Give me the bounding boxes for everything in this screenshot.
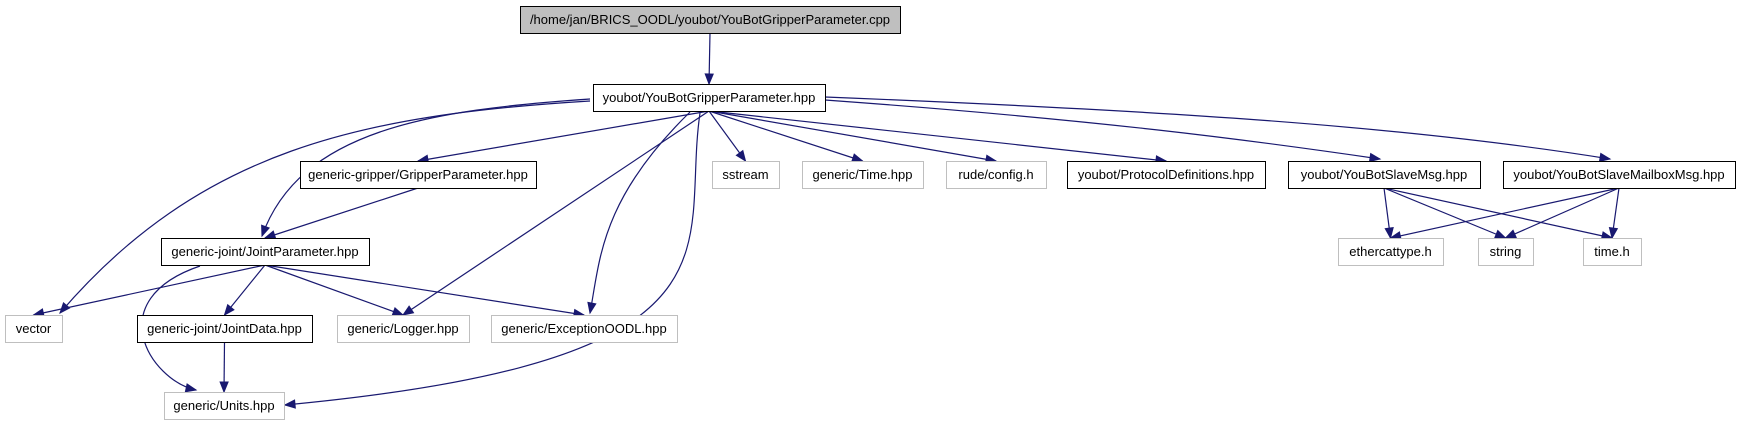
node-gripperparam-box	[300, 161, 537, 189]
node-ethercat-box	[1338, 238, 1444, 266]
node-mailboxmsg[interactable]: youbot/YouBotSlaveMailboxMsg.hpp	[1503, 161, 1736, 189]
nodes-layer: /home/jan/BRICS_OODL/youbot/YouBotGrippe…	[5, 6, 1736, 420]
node-vector-box	[5, 315, 63, 343]
edge-mailboxmsg-to-time_h-arrowhead	[1608, 226, 1619, 240]
node-vector: vector	[5, 315, 63, 343]
node-exception: generic/ExceptionOODL.hpp	[491, 315, 678, 343]
node-mailboxmsg-box	[1503, 161, 1736, 189]
node-units-box	[164, 392, 285, 420]
node-slavemsg[interactable]: youbot/YouBotSlaveMsg.hpp	[1288, 161, 1481, 189]
edge-hpp-to-sstream-arrowhead	[735, 149, 747, 163]
edge-hpp-to-exception	[589, 111, 691, 314]
node-ethercat-label: ethercattype.h	[1349, 244, 1431, 259]
node-config-label: rude/config.h	[958, 167, 1033, 182]
edge-jointparam-to-jointdata	[224, 264, 266, 316]
node-time_hpp: generic/Time.hpp	[802, 161, 924, 189]
edge-hpp-to-logger-arrowhead	[401, 305, 415, 316]
node-string-label: string	[1490, 244, 1522, 259]
node-logger: generic/Logger.hpp	[337, 315, 470, 343]
node-exception-label: generic/ExceptionOODL.hpp	[501, 321, 666, 336]
node-string: string	[1478, 238, 1534, 266]
edge-hpp-to-logger	[402, 110, 710, 316]
edge-hpp-to-slavemsg-arrowhead	[1368, 152, 1382, 163]
node-time_hpp-box	[802, 161, 924, 189]
edge-hpp-to-protodefs	[708, 110, 1167, 162]
node-string-box	[1478, 238, 1534, 266]
node-time_h-label: time.h	[1594, 244, 1629, 259]
node-vector-label: vector	[16, 321, 52, 336]
edge-jointparam-to-jointdata-arrowhead	[223, 303, 235, 317]
edge-hpp-to-units-arrowhead	[283, 399, 296, 409]
node-slavemsg-label: youbot/YouBotSlaveMsg.hpp	[1301, 167, 1467, 182]
node-logger-box	[337, 315, 470, 343]
node-hpp[interactable]: youbot/YouBotGripperParameter.hpp	[593, 84, 826, 112]
node-root[interactable]: /home/jan/BRICS_OODL/youbot/YouBotGrippe…	[520, 6, 901, 34]
edge-hpp-to-slavemsg	[824, 99, 1381, 160]
node-protodefs-label: youbot/ProtocolDefinitions.hpp	[1078, 167, 1254, 182]
node-jointparam[interactable]: generic-joint/JointParameter.hpp	[161, 238, 370, 266]
node-sstream: sstream	[712, 161, 780, 189]
node-gripperparam[interactable]: generic-gripper/GripperParameter.hpp	[300, 161, 537, 189]
node-hpp-label: youbot/YouBotGripperParameter.hpp	[603, 90, 816, 105]
edge-root-to-hpp-arrowhead	[704, 73, 714, 86]
edge-hpp-to-exception-arrowhead	[587, 301, 597, 315]
node-jointparam-box	[161, 238, 370, 266]
edge-hpp-to-time_hpp	[708, 110, 863, 162]
node-jointparam-label: generic-joint/JointParameter.hpp	[171, 244, 358, 259]
edge-jointparam-to-exception	[264, 264, 585, 316]
edge-mailboxmsg-to-ethercat	[1390, 187, 1620, 239]
edges-layer	[32, 32, 1620, 409]
edge-hpp-to-config	[708, 110, 997, 162]
edge-hpp-to-jointparam	[261, 98, 591, 237]
edge-slavemsg-to-string-arrowhead	[1493, 229, 1507, 239]
node-config: rude/config.h	[946, 161, 1047, 189]
node-time_h: time.h	[1583, 238, 1642, 266]
edge-jointparam-to-logger-arrowhead	[391, 306, 405, 316]
node-hpp-box	[593, 84, 826, 112]
edge-mailboxmsg-to-string-arrowhead	[1504, 229, 1518, 239]
node-time_h-box	[1583, 238, 1642, 266]
node-slavemsg-box	[1288, 161, 1481, 189]
node-ethercat: ethercattype.h	[1338, 238, 1444, 266]
node-units: generic/Units.hpp	[164, 392, 285, 420]
node-sstream-box	[712, 161, 780, 189]
node-time_hpp-label: generic/Time.hpp	[813, 167, 913, 182]
edge-hpp-to-vector	[59, 100, 591, 314]
edge-gripperparam-to-jointparam	[264, 187, 419, 239]
edge-slavemsg-to-time_h	[1383, 187, 1613, 239]
node-mailboxmsg-label: youbot/YouBotSlaveMailboxMsg.hpp	[1513, 167, 1724, 182]
edge-hpp-to-jointparam-arrowhead	[261, 224, 271, 238]
edge-hpp-to-units	[284, 112, 701, 406]
edge-mailboxmsg-to-string	[1505, 187, 1620, 239]
edge-jointparam-to-vector	[33, 264, 266, 316]
node-logger-label: generic/Logger.hpp	[347, 321, 458, 336]
edge-slavemsg-to-ethercat-arrowhead	[1384, 226, 1394, 240]
node-units-label: generic/Units.hpp	[173, 398, 274, 413]
edge-gripperparam-to-jointparam-arrowhead	[263, 230, 277, 240]
edge-hpp-to-mailboxmsg-arrowhead	[1598, 152, 1612, 162]
edge-jointdata-to-units-arrowhead	[219, 381, 229, 394]
node-jointdata-box	[137, 315, 313, 343]
node-protodefs-box	[1067, 161, 1266, 189]
edge-slavemsg-to-string	[1383, 187, 1506, 239]
edge-jointparam-to-logger	[264, 264, 404, 316]
node-jointdata-label: generic-joint/JointData.hpp	[147, 321, 302, 336]
node-gripperparam-label: generic-gripper/GripperParameter.hpp	[308, 167, 528, 182]
node-root-box	[520, 6, 901, 34]
node-config-box	[946, 161, 1047, 189]
edge-hpp-to-gripperparam	[417, 110, 710, 162]
edge-hpp-to-mailboxmsg	[824, 96, 1611, 160]
node-jointdata[interactable]: generic-joint/JointData.hpp	[137, 315, 313, 343]
node-protodefs[interactable]: youbot/ProtocolDefinitions.hpp	[1067, 161, 1266, 189]
node-sstream-label: sstream	[722, 167, 768, 182]
node-exception-box	[491, 315, 678, 343]
edge-jointparam-to-units-arrowhead	[184, 383, 198, 393]
node-root-label: /home/jan/BRICS_OODL/youbot/YouBotGrippe…	[530, 12, 890, 27]
edge-hpp-to-time_hpp-arrowhead	[851, 153, 864, 163]
